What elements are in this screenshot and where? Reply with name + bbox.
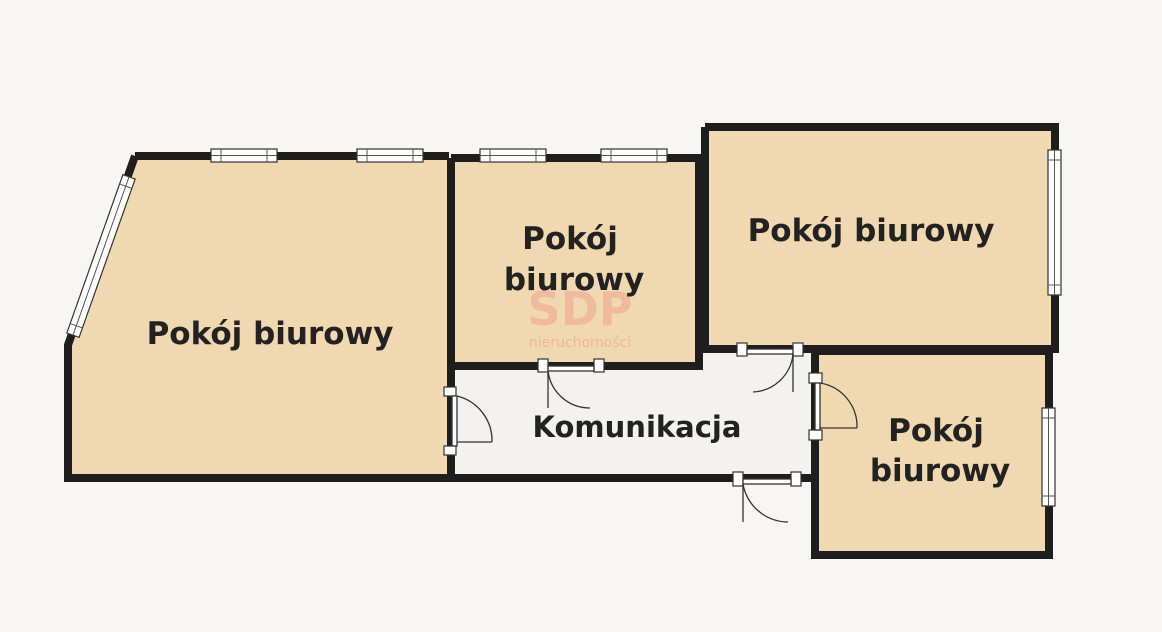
room-middle-label-line2: biurowy	[504, 262, 644, 298]
window-left-slanted	[66, 173, 136, 339]
door-right-top-room	[736, 342, 804, 393]
window-right-1	[1047, 149, 1062, 296]
corridor-label: Komunikacja	[533, 410, 742, 444]
window-right-2	[1041, 407, 1056, 507]
room-middle-label-line1: Pokój	[522, 221, 618, 257]
door-bottom-right-room	[808, 372, 858, 441]
room-right-top	[705, 127, 1055, 347]
door-entrance	[732, 471, 802, 523]
watermark-logo: SDP	[527, 282, 632, 336]
door-middle-room	[537, 358, 605, 409]
room-right-top-label: Pokój biurowy	[748, 213, 995, 249]
room-left	[68, 156, 449, 478]
room-bottom-right-label-line1: Pokój	[888, 413, 984, 449]
room-left-label: Pokój biurowy	[147, 316, 394, 352]
window-top-2	[356, 148, 424, 163]
room-middle	[451, 158, 699, 364]
room-bottom-right	[815, 351, 1049, 555]
window-top-1	[210, 148, 278, 163]
watermark-subtitle: nieruchomości	[529, 335, 631, 351]
room-bottom-right-label-line2: biurowy	[870, 453, 1010, 489]
window-top-4	[600, 148, 668, 163]
door-left-room	[443, 386, 493, 456]
corridor	[451, 349, 815, 478]
window-top-3	[479, 148, 547, 163]
